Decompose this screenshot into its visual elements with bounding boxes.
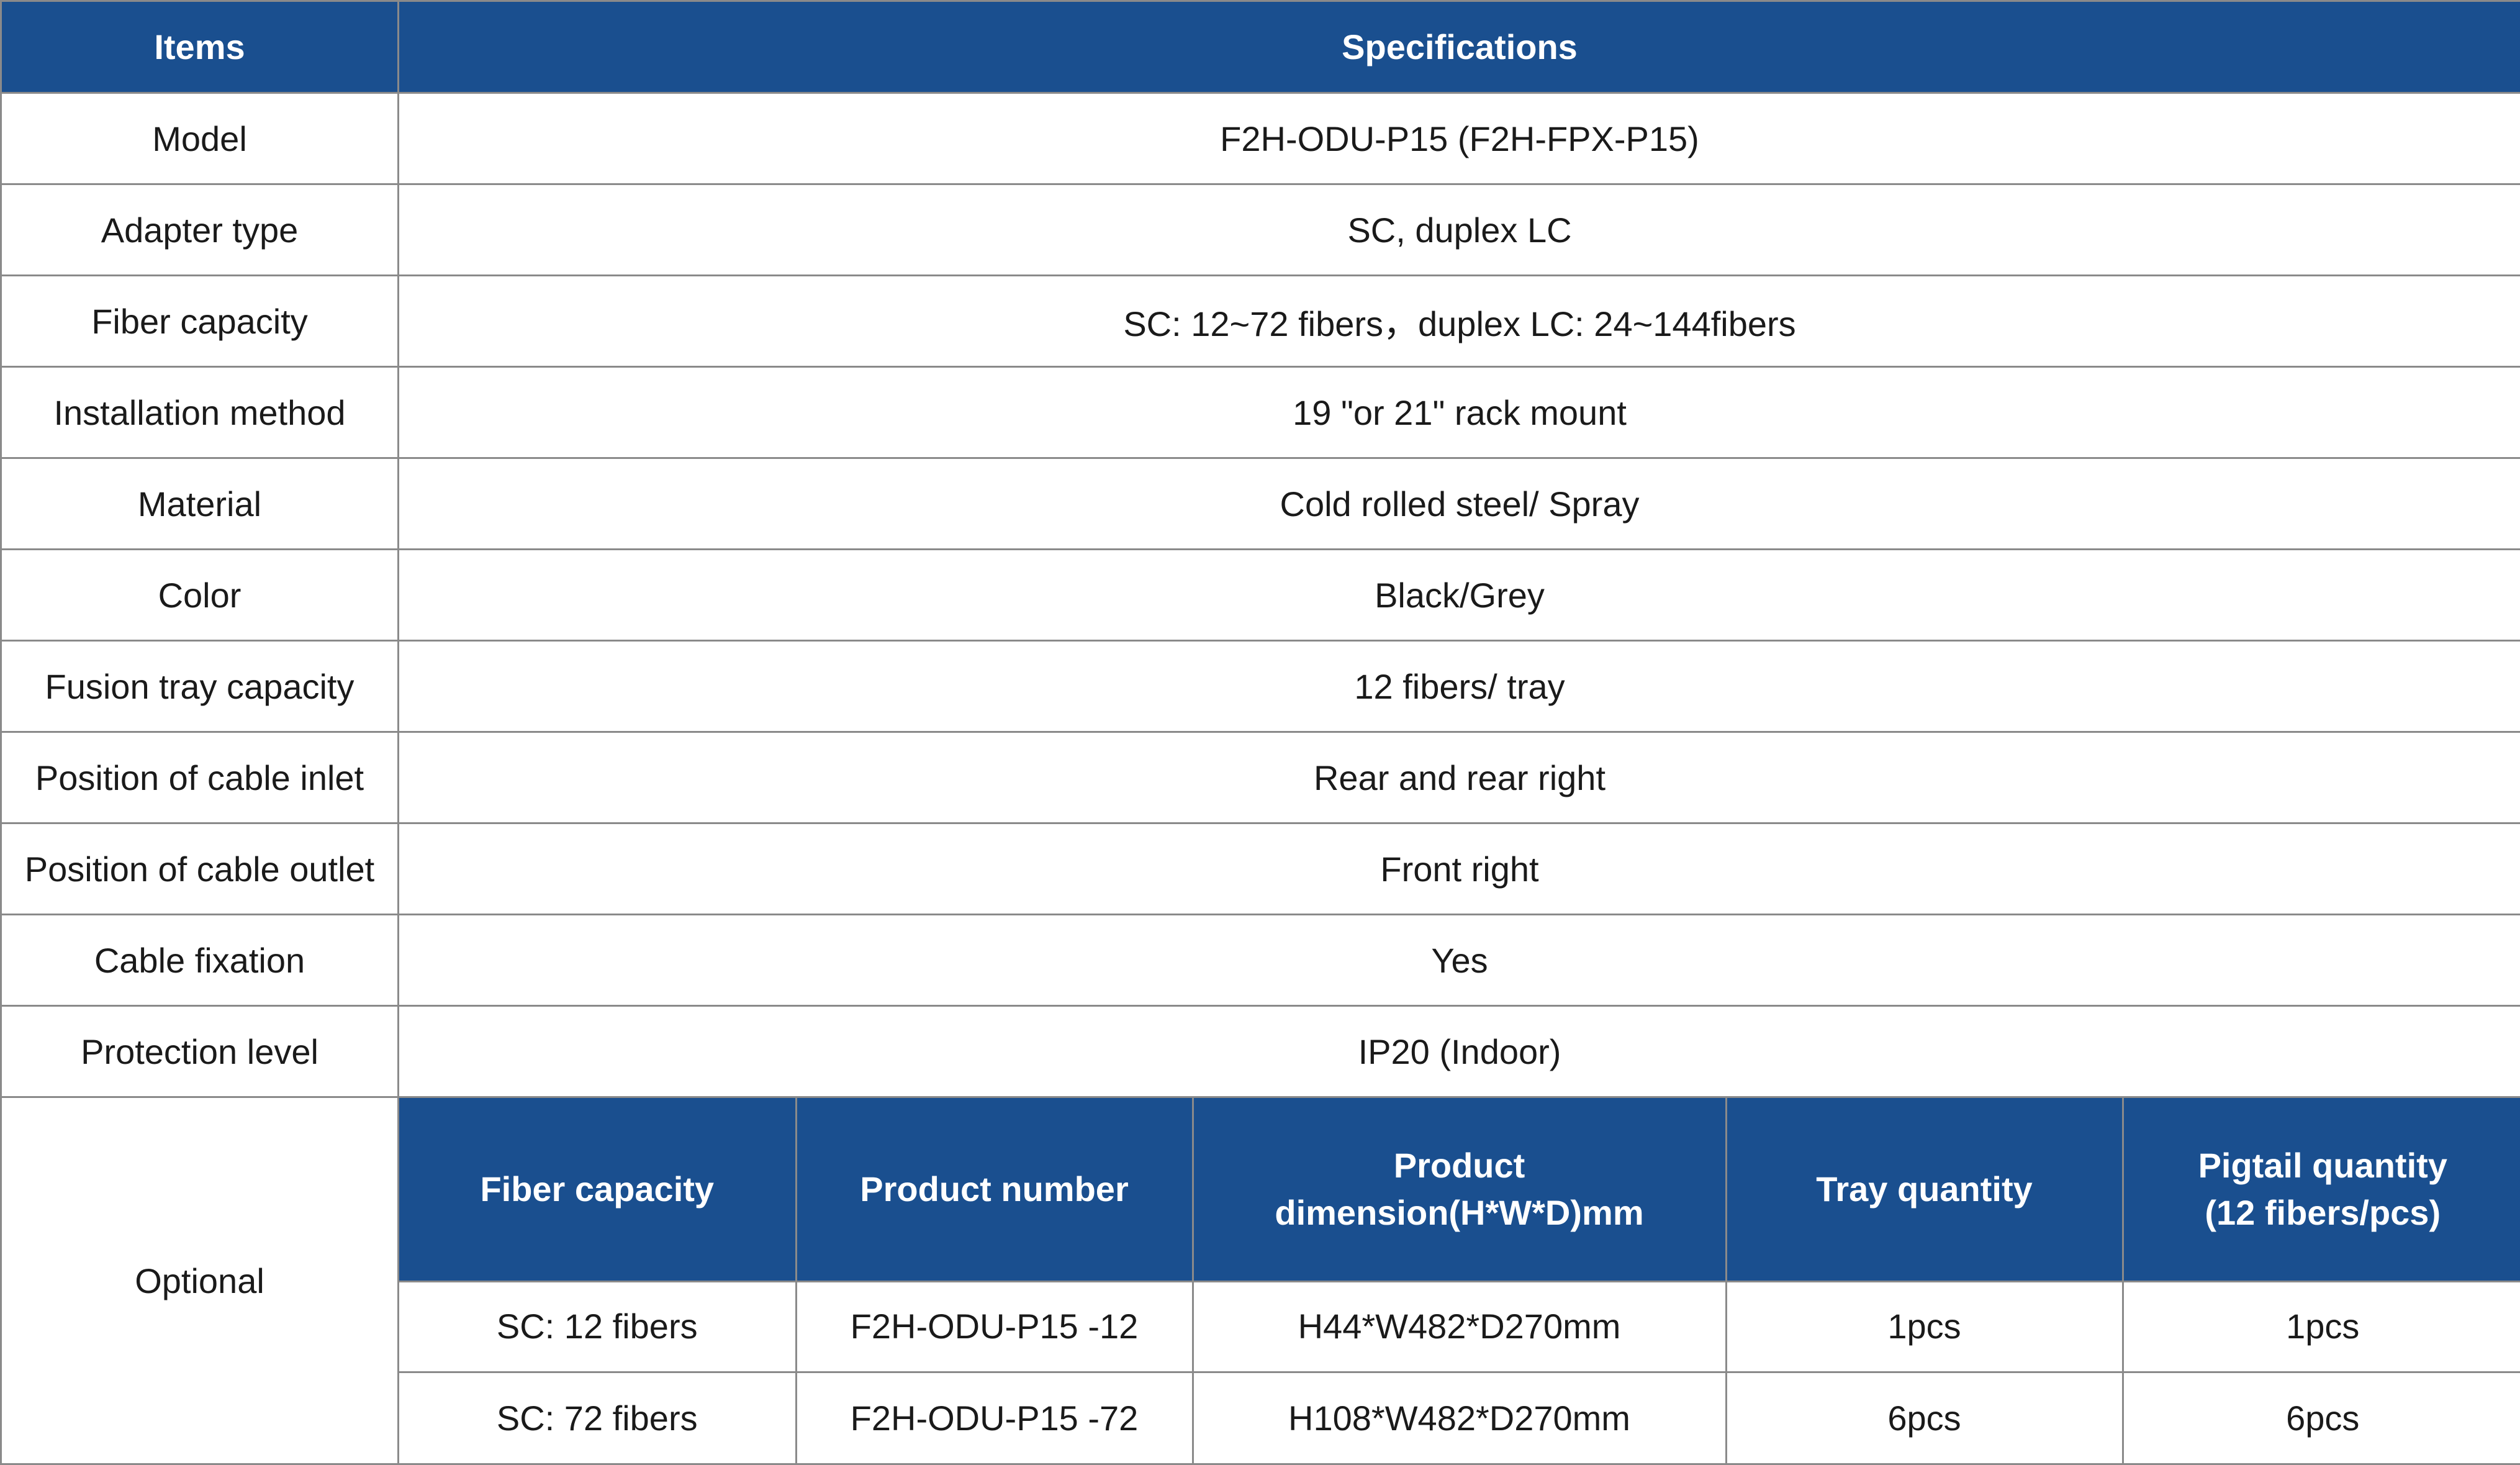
table-row: Fusion tray capacity 12 fibers/ tray xyxy=(1,641,2520,732)
spec-value: Front right xyxy=(399,823,2520,915)
tray-quantity-cell: 6pcs xyxy=(1726,1372,2123,1463)
item-label: Color xyxy=(1,550,399,641)
spec-value: Black/Grey xyxy=(399,550,2520,641)
item-label: Model xyxy=(1,93,399,184)
item-label: Fusion tray capacity xyxy=(1,641,399,732)
table-row: Cable fixation Yes xyxy=(1,915,2520,1006)
fiber-capacity-cell: SC: 72 fibers xyxy=(399,1372,796,1463)
table-row: Material Cold rolled steel/ Spray xyxy=(1,458,2520,550)
product-number-header: Product number xyxy=(796,1098,1193,1281)
table-row: Protection level IP20 (Indoor) xyxy=(1,1006,2520,1097)
pigtail-header-line2: (12 fibers/pcs) xyxy=(2124,1189,2520,1236)
spec-value: Cold rolled steel/ Spray xyxy=(399,458,2520,550)
table-row: Installation method 19 "or 21" rack moun… xyxy=(1,367,2520,458)
table-row: Position of cable inlet Rear and rear ri… xyxy=(1,732,2520,823)
item-label: Protection level xyxy=(1,1006,399,1097)
optional-products-cell: Fiber capacity Product number Product di… xyxy=(399,1097,2520,1464)
item-label: Adapter type xyxy=(1,184,399,276)
product-number-cell: F2H-ODU-P15 -72 xyxy=(796,1372,1193,1463)
table-row: Fiber capacity SC: 12~72 fibers，duplex L… xyxy=(1,276,2520,367)
fiber-capacity-header: Fiber capacity xyxy=(399,1098,796,1281)
tray-quantity-cell: 1pcs xyxy=(1726,1281,2123,1372)
pigtail-quantity-header: Pigtail quantity (12 fibers/pcs) xyxy=(2123,1098,2520,1281)
optional-header-row: Fiber capacity Product number Product di… xyxy=(399,1098,2520,1281)
specifications-header: Specifications xyxy=(399,1,2520,93)
spec-value: Rear and rear right xyxy=(399,732,2520,823)
item-label: Position of cable outlet xyxy=(1,823,399,915)
dimension-header-line1: Product xyxy=(1194,1142,1725,1189)
pigtail-quantity-cell: 6pcs xyxy=(2123,1372,2520,1463)
pigtail-quantity-cell: 1pcs xyxy=(2123,1281,2520,1372)
dimension-header: Product dimension(H*W*D)mm xyxy=(1193,1098,1726,1281)
spec-value: SC: 12~72 fibers，duplex LC: 24~144fibers xyxy=(399,276,2520,367)
optional-row: Optional Fiber capacity Product number P… xyxy=(1,1097,2520,1464)
optional-table-row: SC: 12 fibers F2H-ODU-P15 -12 H44*W482*D… xyxy=(399,1281,2520,1372)
item-label: Cable fixation xyxy=(1,915,399,1006)
item-label: Fiber capacity xyxy=(1,276,399,367)
item-label: Material xyxy=(1,458,399,550)
tray-quantity-header: Tray quantity xyxy=(1726,1098,2123,1281)
dimension-header-line2: dimension(H*W*D)mm xyxy=(1194,1189,1725,1236)
fiber-capacity-cell: SC: 12 fibers xyxy=(399,1281,796,1372)
spec-value: 19 "or 21" rack mount xyxy=(399,367,2520,458)
item-label: Position of cable inlet xyxy=(1,732,399,823)
spec-value: Yes xyxy=(399,915,2520,1006)
pigtail-header-line1: Pigtail quantity xyxy=(2124,1142,2520,1189)
product-number-cell: F2H-ODU-P15 -12 xyxy=(796,1281,1193,1372)
spec-value: IP20 (Indoor) xyxy=(399,1006,2520,1097)
spec-value: 12 fibers/ tray xyxy=(399,641,2520,732)
optional-products-table: Fiber capacity Product number Product di… xyxy=(399,1098,2520,1463)
item-label: Installation method xyxy=(1,367,399,458)
spec-value: SC, duplex LC xyxy=(399,184,2520,276)
spec-value: F2H-ODU-P15 (F2H-FPX-P15) xyxy=(399,93,2520,184)
table-row: Position of cable outlet Front right xyxy=(1,823,2520,915)
table-row: Color Black/Grey xyxy=(1,550,2520,641)
optional-table-row: SC: 72 fibers F2H-ODU-P15 -72 H108*W482*… xyxy=(399,1372,2520,1463)
table-header-row: Items Specifications xyxy=(1,1,2520,93)
table-row: Model F2H-ODU-P15 (F2H-FPX-P15) xyxy=(1,93,2520,184)
optional-label: Optional xyxy=(1,1097,399,1464)
dimension-cell: H108*W482*D270mm xyxy=(1193,1372,1726,1463)
dimension-cell: H44*W482*D270mm xyxy=(1193,1281,1726,1372)
table-row: Adapter type SC, duplex LC xyxy=(1,184,2520,276)
items-header: Items xyxy=(1,1,399,93)
